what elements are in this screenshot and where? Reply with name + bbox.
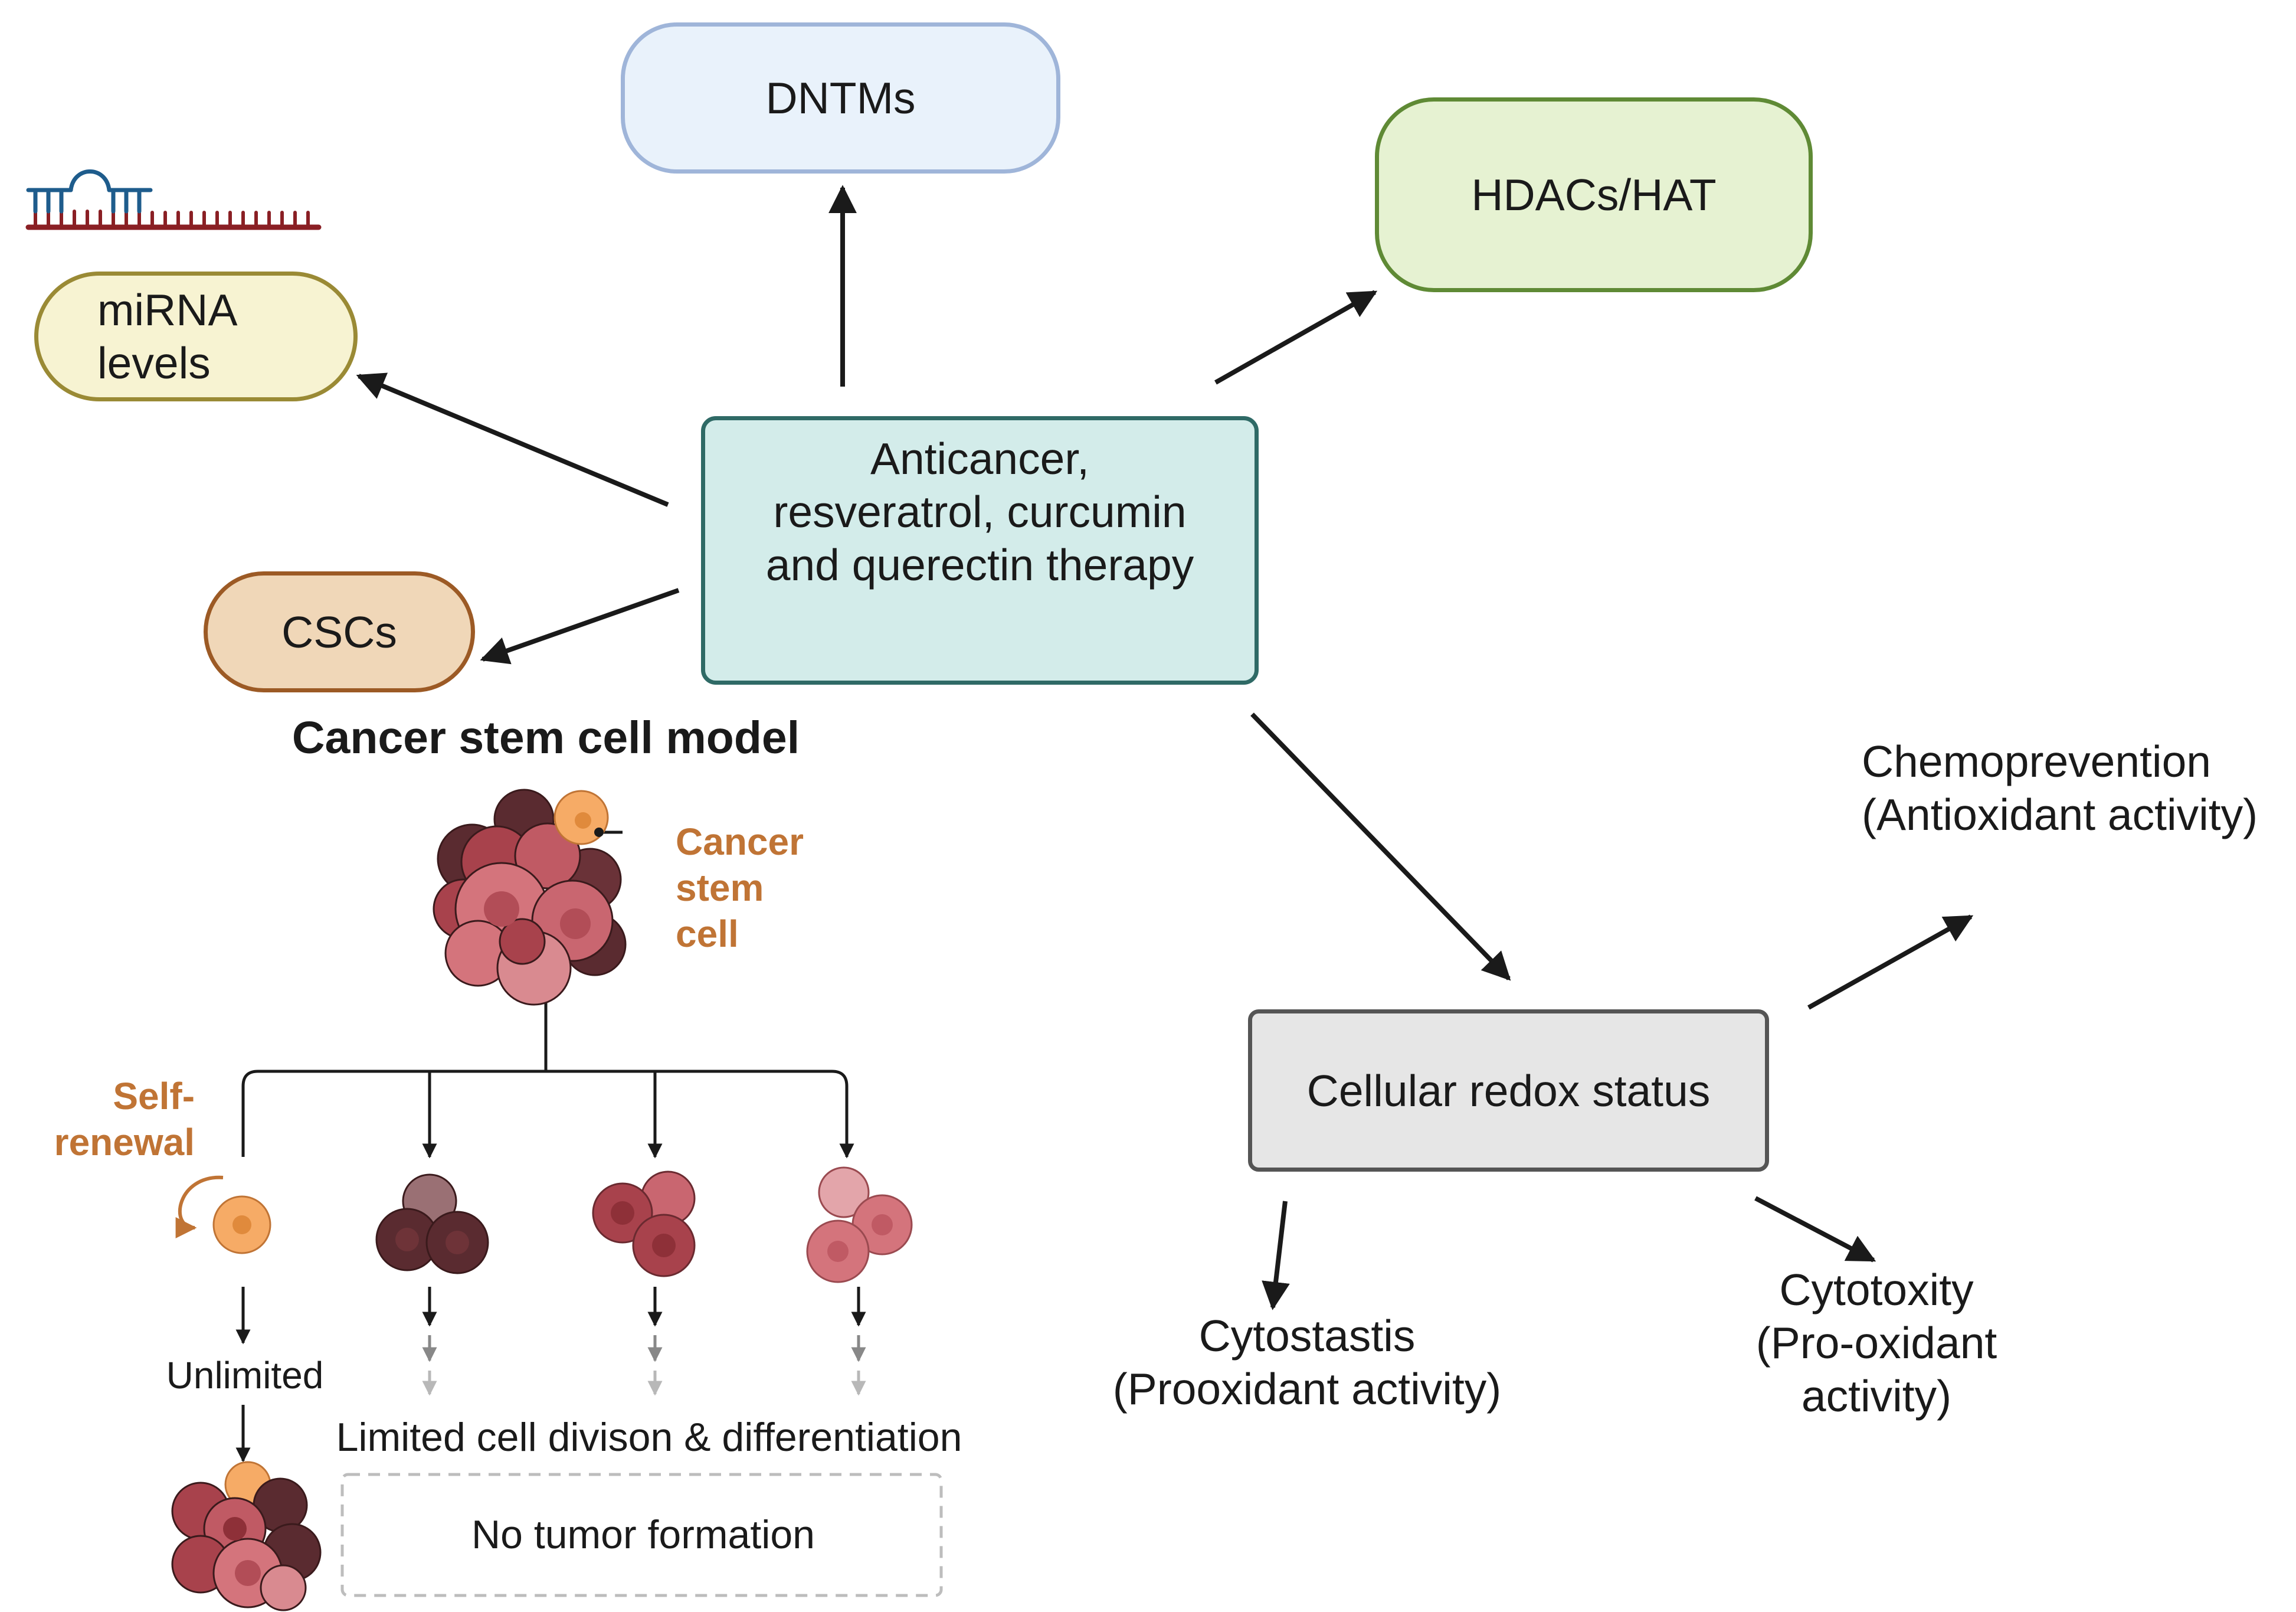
red-progeny-cells-icon [592,1170,696,1277]
mirna-label: miRNA levels [97,285,238,388]
arrow-to-cytotoxity [1754,1196,1876,1263]
cancer-stem-cell-label: Cancer stem cell [676,820,804,955]
redox-node: Cellular redox status [1248,1009,1769,1172]
arrow-to-cytostasis [1262,1201,1290,1310]
arrow-to-mirna [356,372,669,507]
self-renewal-loop-arrow [175,1175,224,1238]
hdacs-label: HDACs/HAT [1471,170,1717,220]
unlimited-label: Unlimited [166,1354,324,1397]
tumor-cluster-icon [433,789,627,1006]
arrow-to-cscs [480,588,680,665]
no-tumor-label: No tumor formation [471,1512,815,1557]
cscs-label: CSCs [281,607,397,657]
dntms-node: DNTMs [621,22,1060,174]
arrow-to-chemoprevention [1807,914,1974,1010]
pink-progeny-cells-icon [806,1166,913,1283]
chemoprevention-label: Chemoprevention (Antioxidant activity) [1862,737,2258,839]
cscs-node: CSCs [204,571,475,692]
no-tumor-box [340,1473,943,1597]
self-renewal-label: Self- renewal [54,1075,195,1163]
mirna-hairpin-icon [25,169,322,230]
arrow-to-redox [1250,712,1511,981]
csc-model-title: Cancer stem cell model [291,712,800,763]
dark-progeny-cells-icon [375,1173,489,1274]
cytostasis-label: Cytostastis (Prooxidant activity) [1112,1311,1502,1414]
progeny-arrows [235,1287,866,1463]
hdacs-node: HDACs/HAT [1375,97,1813,292]
dntms-label: DNTMs [765,73,916,123]
self-renewal-stem-cell-icon [212,1195,271,1254]
center-therapy-node: Anticancer, resveratrol, curcumin and qu… [701,416,1259,685]
mirna-node: miRNA levels [34,272,358,401]
formed-tumor-icon [171,1461,322,1611]
redox-label: Cellular redox status [1306,1065,1711,1116]
cytotoxity-label: Cytotoxity (Pro-oxidant activity) [1755,1265,1997,1421]
center-therapy-label: Anticancer, resveratrol, curcumin and qu… [765,434,1194,590]
limited-division-label: Limited cell divison & differentiation [336,1415,962,1460]
arrow-to-hdacs [1214,290,1378,385]
